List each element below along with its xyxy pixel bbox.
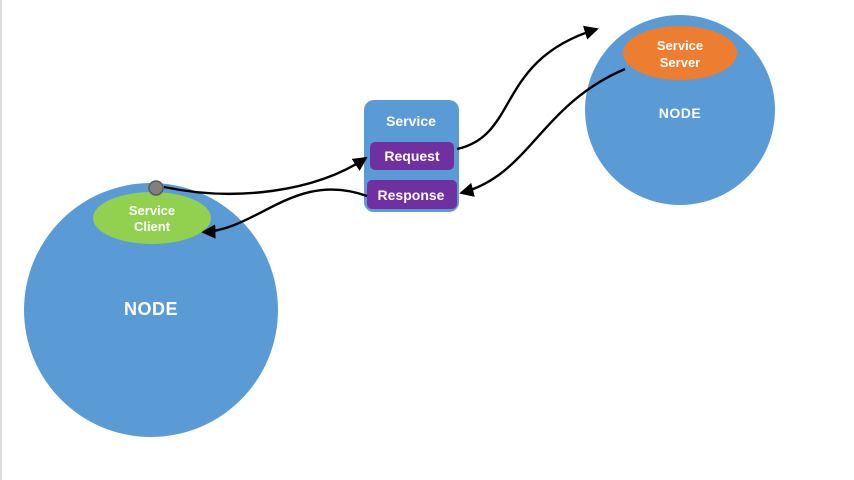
service-box-title: Service (386, 113, 436, 129)
arrow-request-to-server (456, 25, 599, 151)
left-node-circle (24, 183, 278, 437)
response-box (367, 180, 457, 209)
arrow-client-to-request (163, 156, 368, 195)
service-server-label-line1: Service (657, 38, 703, 53)
service-server-ellipse (623, 26, 737, 80)
right-node-label: NODE (659, 105, 701, 121)
request-box (370, 142, 454, 170)
left-node-label: NODE (124, 299, 178, 319)
request-label: Request (384, 148, 440, 164)
response-label: Response (378, 187, 445, 203)
service-client-label-line1: Service (129, 203, 175, 218)
service-client-ellipse (93, 192, 211, 244)
service-client-label-line2: Client (134, 219, 171, 234)
connection-dot (148, 180, 164, 196)
frame-edge-line (0, 0, 2, 480)
service-server-label-line2: Server (660, 55, 700, 70)
arrow-server-to-response (459, 67, 626, 197)
arrow-response-to-client (201, 188, 368, 239)
